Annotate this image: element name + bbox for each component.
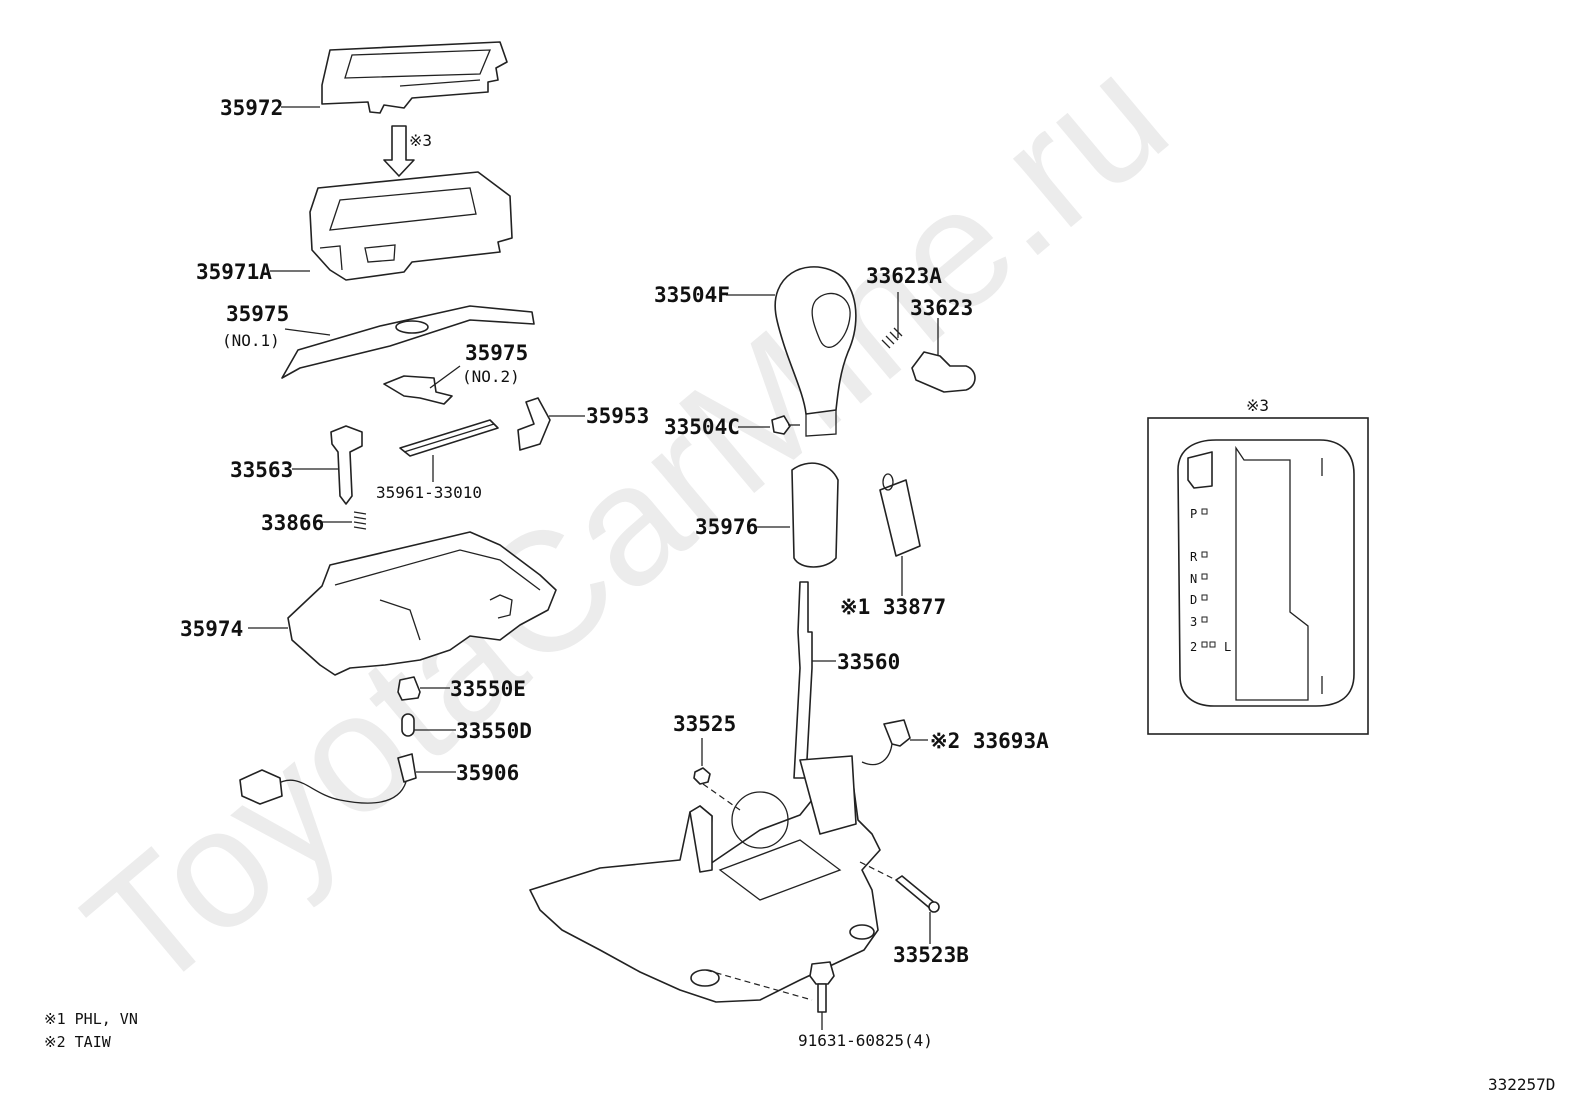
label-33525: 33525 bbox=[673, 712, 736, 736]
part-33623-button bbox=[911, 351, 976, 393]
footnote-2-text: TAIW bbox=[75, 1033, 112, 1051]
label-35975-no2-sub: (NO.2) bbox=[462, 367, 520, 386]
part-35971A-bezel bbox=[309, 171, 513, 281]
assembly-arrow bbox=[383, 125, 415, 177]
label-35953: 35953 bbox=[586, 404, 649, 428]
part-33523B-pin bbox=[895, 875, 940, 913]
label-33877: ※1 33877 bbox=[840, 595, 946, 619]
gear-position-L: L bbox=[1224, 640, 1231, 654]
label-33623A: 33623A bbox=[866, 264, 942, 288]
part-33623A-spring bbox=[881, 327, 903, 349]
footnote-2: ※2 TAIW bbox=[44, 1033, 112, 1051]
label-33504F: 33504F bbox=[654, 283, 730, 307]
part-33877-label bbox=[879, 473, 921, 557]
gear-position-D: D bbox=[1190, 593, 1197, 607]
label-33560: 33560 bbox=[837, 650, 900, 674]
part-91631-60825-bolt bbox=[809, 961, 835, 1013]
part-33550E-cap bbox=[397, 676, 421, 701]
part-33525-nut bbox=[693, 767, 711, 785]
gear-position-R: R bbox=[1190, 550, 1198, 564]
label-35975-no1: 35975 bbox=[226, 302, 289, 326]
label-35974: 35974 bbox=[180, 617, 243, 641]
label-35961-33010: 35961-33010 bbox=[376, 483, 482, 502]
part-33560-shift-lever-assembly bbox=[529, 581, 881, 1003]
footnote-1-mark: ※1 bbox=[44, 1010, 66, 1028]
label-35975-no2: 35975 bbox=[465, 341, 528, 365]
part-33693A-connector bbox=[861, 719, 911, 766]
part-33866-spring bbox=[353, 511, 367, 530]
part-35972-indicator-cover bbox=[321, 41, 508, 114]
label-33550D: 33550D bbox=[456, 719, 532, 743]
label-35976: 35976 bbox=[695, 515, 758, 539]
label-33523B: 33523B bbox=[893, 943, 969, 967]
gear-position-P: P bbox=[1190, 507, 1197, 521]
footnote-1: ※1 PHL, VN bbox=[44, 1010, 138, 1028]
label-91631-60825: 91631-60825(4) bbox=[798, 1031, 933, 1050]
figure-code: 332257D bbox=[1488, 1075, 1555, 1094]
inset-shift-indicator-panel bbox=[1147, 417, 1369, 735]
part-35975-no1-cover-strip bbox=[281, 305, 535, 379]
label-35972: 35972 bbox=[220, 96, 283, 120]
part-35953-clip bbox=[517, 397, 551, 451]
part-35975-no2-plate bbox=[383, 375, 453, 405]
part-33504C-screw bbox=[771, 415, 800, 435]
part-33550D-bulb bbox=[401, 713, 415, 737]
label-35906: 35906 bbox=[456, 761, 519, 785]
label-33623: 33623 bbox=[910, 296, 973, 320]
gear-indicator-dots bbox=[1201, 508, 1216, 648]
part-33504F-shift-knob bbox=[774, 266, 857, 437]
label-33550E: 33550E bbox=[450, 677, 526, 701]
part-35906-wire-harness bbox=[239, 753, 417, 805]
part-35961-33010-slide-plate bbox=[399, 419, 499, 457]
gear-position-3: 3 bbox=[1190, 615, 1197, 629]
label-33866: 33866 bbox=[261, 511, 324, 535]
label-35971A: 35971A bbox=[196, 260, 272, 284]
inset-title: ※3 bbox=[1246, 396, 1269, 415]
label-35975-no1-sub: (NO.1) bbox=[222, 331, 280, 350]
part-33563-lock-bracket bbox=[330, 425, 363, 505]
footnote-2-mark: ※2 bbox=[44, 1033, 66, 1051]
gear-position-2: 2 bbox=[1190, 640, 1197, 654]
part-35974-shift-housing bbox=[287, 531, 557, 676]
label-33563: 33563 bbox=[230, 458, 293, 482]
label-33504C: 33504C bbox=[664, 415, 740, 439]
gear-position-N: N bbox=[1190, 572, 1197, 586]
label-33693A: ※2 33693A bbox=[930, 729, 1049, 753]
footnote-1-text: PHL, VN bbox=[75, 1010, 138, 1028]
part-35976-shift-boot bbox=[791, 462, 839, 568]
arrow-note-mark: ※3 bbox=[409, 131, 432, 150]
